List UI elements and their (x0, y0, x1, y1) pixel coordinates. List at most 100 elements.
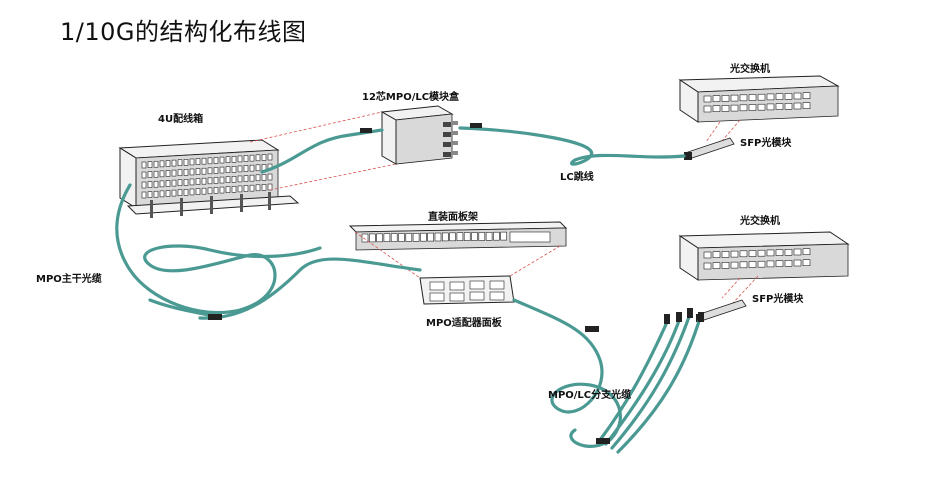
label-sfp-top: SFP光模块 (740, 136, 792, 149)
port (219, 176, 225, 184)
port (141, 191, 147, 199)
port (177, 189, 183, 197)
port (434, 232, 442, 242)
sfp-module-top (684, 137, 735, 160)
port (802, 92, 811, 99)
port (153, 190, 159, 198)
port (147, 171, 153, 178)
port (775, 103, 784, 110)
port (376, 233, 383, 243)
port (153, 180, 159, 188)
port (225, 156, 231, 163)
port (390, 233, 398, 242)
label-breakout-cable: MPO/LC分支光缆 (548, 388, 631, 401)
port (147, 161, 153, 168)
port (793, 248, 802, 256)
port (420, 232, 427, 242)
port (189, 168, 195, 176)
port (207, 187, 213, 195)
port (739, 250, 748, 258)
port (213, 177, 219, 184)
port (412, 233, 420, 242)
port (183, 169, 189, 176)
port (207, 177, 213, 185)
port (739, 261, 748, 269)
port (225, 176, 231, 183)
port (721, 251, 730, 258)
port (471, 232, 478, 241)
port (766, 103, 775, 111)
port (195, 178, 201, 185)
port (237, 175, 243, 183)
port (195, 158, 201, 165)
port (165, 190, 171, 197)
port (703, 105, 712, 113)
port (766, 260, 775, 268)
label-patch-enclosure: 4U配线箱 (158, 112, 203, 125)
port (500, 231, 508, 241)
port (213, 167, 219, 174)
port (243, 165, 249, 172)
port (730, 250, 739, 258)
port (249, 184, 255, 192)
port (231, 176, 237, 183)
port (398, 233, 405, 242)
port (703, 251, 712, 259)
port (802, 248, 811, 255)
page-title: 1/10G的结构化布线图 (60, 18, 307, 46)
port (748, 250, 757, 257)
port (730, 104, 739, 112)
port (427, 232, 435, 242)
port (267, 173, 273, 181)
port (775, 93, 784, 100)
port (195, 188, 201, 195)
port (775, 249, 784, 256)
port (802, 102, 811, 109)
port (255, 184, 261, 192)
port (766, 249, 775, 257)
label-switch-top: 光交换机 (729, 62, 770, 75)
port (730, 94, 739, 102)
port (748, 94, 757, 101)
port (757, 93, 766, 101)
port (456, 232, 464, 241)
port (243, 185, 249, 192)
port (165, 170, 171, 177)
port (368, 233, 376, 243)
port (219, 166, 225, 174)
port (177, 169, 183, 177)
port (153, 170, 159, 178)
port (802, 259, 811, 267)
mpo-lc-module-box (380, 105, 458, 165)
port (189, 178, 195, 186)
label-mpo-adapter: MPO适配器面板 (426, 316, 503, 329)
port (267, 153, 273, 161)
port (441, 232, 449, 242)
port (213, 187, 219, 194)
port (703, 262, 712, 270)
port (147, 191, 153, 198)
port (703, 95, 712, 103)
port (231, 186, 237, 193)
port (183, 159, 189, 166)
port (207, 167, 213, 175)
port (255, 174, 261, 182)
port (493, 231, 500, 241)
port (249, 154, 255, 162)
port (141, 181, 147, 189)
port (189, 158, 195, 166)
label-switch-bottom: 光交换机 (739, 214, 780, 227)
port (721, 95, 730, 102)
port (449, 232, 456, 242)
port (249, 174, 255, 182)
port (383, 233, 391, 242)
port (775, 260, 784, 267)
port (189, 188, 195, 196)
port (183, 189, 189, 196)
port (405, 233, 413, 242)
port (195, 168, 201, 175)
port (712, 262, 721, 270)
label-rack-panel: 直装面板架 (428, 210, 478, 223)
port (784, 249, 793, 256)
